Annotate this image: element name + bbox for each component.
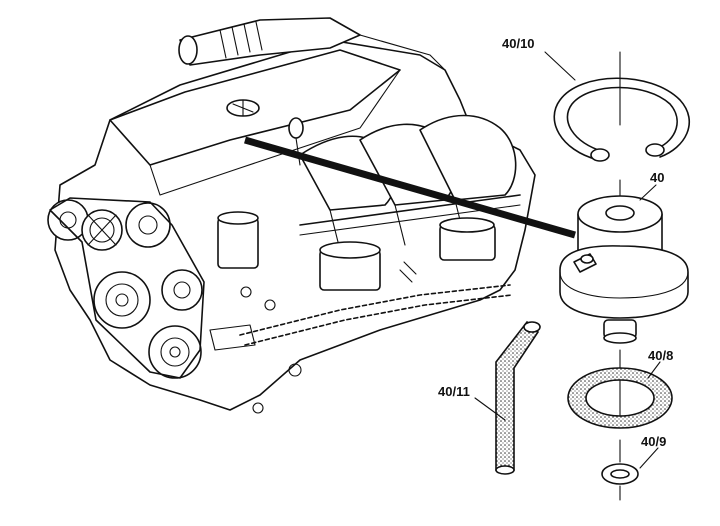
washer-part	[601, 439, 639, 501]
leader-seal-ring	[647, 361, 661, 379]
callout-snap-ring: 40/10	[502, 36, 535, 51]
callout-regulator: 40	[650, 170, 664, 185]
callout-washer: 40/9	[641, 434, 666, 449]
snap-ring-part	[553, 51, 691, 162]
pressure-regulator-part	[559, 179, 689, 344]
callout-seal-ring: 40/8	[648, 348, 673, 363]
vacuum-hose-part	[474, 320, 541, 475]
engine-illustration	[47, 17, 536, 414]
connector-line	[244, 136, 576, 239]
callout-hose: 40/11	[438, 384, 470, 399]
leader-washer	[639, 447, 659, 469]
seal-ring-part	[567, 349, 673, 429]
leader-snap-ring	[544, 51, 576, 81]
leader-regulator	[639, 184, 657, 201]
